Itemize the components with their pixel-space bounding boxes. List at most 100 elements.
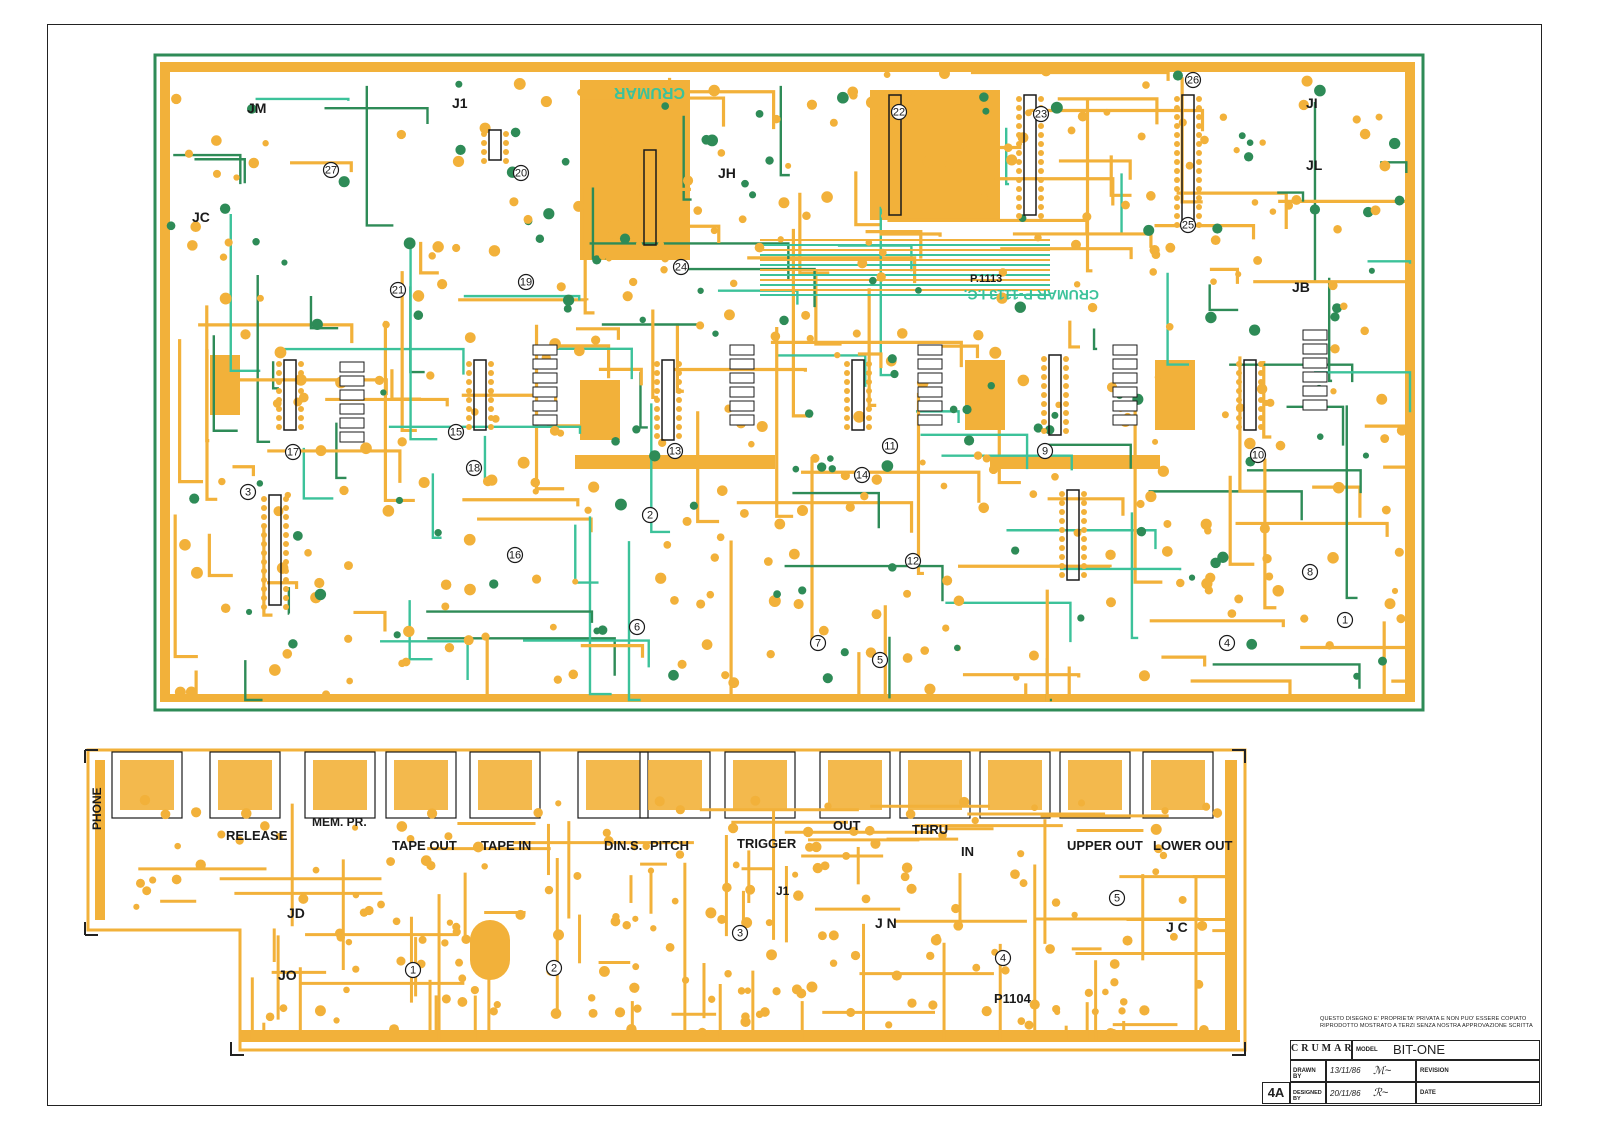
pin-pad <box>466 379 472 385</box>
trace <box>994 177 1115 206</box>
trace <box>551 344 611 379</box>
pad <box>1051 411 1059 419</box>
trace <box>1057 97 1159 125</box>
trace <box>867 288 877 407</box>
pin-pad <box>1059 500 1065 506</box>
pin-pad <box>1038 168 1044 174</box>
pin-pad <box>1059 491 1065 497</box>
pin-pad <box>1016 204 1022 210</box>
pin-pad <box>903 195 909 201</box>
trace <box>408 600 433 661</box>
ic-outline <box>1181 94 1195 226</box>
pin-pad <box>1081 563 1087 569</box>
pad <box>793 598 804 610</box>
trace <box>1059 567 1182 571</box>
pad <box>1162 546 1173 557</box>
pad <box>1017 374 1030 387</box>
pin-pad <box>488 406 494 412</box>
jack-outline <box>979 751 1051 819</box>
pin-pad <box>276 370 282 376</box>
trace <box>173 153 242 185</box>
io-pad <box>626 1024 637 1035</box>
pad <box>1188 574 1196 581</box>
pad <box>1246 139 1254 147</box>
pad <box>1263 399 1270 407</box>
pad <box>273 506 284 517</box>
pad <box>661 254 670 263</box>
pin-pad <box>866 388 872 394</box>
io-pad <box>1199 1024 1209 1035</box>
pad <box>606 231 615 240</box>
io-pad <box>642 842 650 850</box>
pad <box>1378 656 1387 666</box>
trace <box>255 97 350 101</box>
pad <box>982 108 989 115</box>
io-pad <box>697 1027 707 1037</box>
connector-label-jh: JH <box>718 165 736 181</box>
trace <box>483 435 492 482</box>
pin-pad <box>1236 379 1242 385</box>
ic-marker-number: 7 <box>815 638 821 650</box>
pad <box>304 549 312 557</box>
pad <box>987 381 995 390</box>
trace <box>1212 663 1361 689</box>
io-pad <box>533 808 543 818</box>
pad <box>772 114 781 124</box>
pad <box>785 162 792 169</box>
trace <box>792 491 880 529</box>
io-pad <box>135 878 145 888</box>
ic-marker-number: 2 <box>647 510 653 522</box>
io-pad <box>240 808 252 819</box>
pad <box>426 371 435 380</box>
pad <box>382 505 395 517</box>
pad <box>792 465 800 473</box>
io-pad <box>632 915 639 922</box>
pad <box>682 175 694 186</box>
io-pad <box>891 970 902 981</box>
pin-pad <box>1081 554 1087 560</box>
io-pad <box>629 982 640 993</box>
pad <box>942 624 950 632</box>
pad <box>779 315 789 326</box>
trace <box>431 473 442 539</box>
pin-pad <box>1196 132 1202 138</box>
pad <box>1291 195 1302 205</box>
pad <box>1262 554 1272 564</box>
pin-pad <box>866 397 872 403</box>
io-pad <box>426 808 438 819</box>
resistor <box>729 400 755 412</box>
ic-marker-number: 19 <box>520 277 532 289</box>
pin-pad <box>676 388 682 394</box>
trace <box>1154 224 1256 240</box>
io-pad <box>472 841 484 853</box>
io-board: PHONE RELEASE MEM. PR. TAPE OUT TAPE IN … <box>86 748 1247 1052</box>
main-board: JM J1 JH JI JL JC JB CRUMAR P.1113 CRUMA… <box>153 53 1425 712</box>
ic-marker-circle <box>672 258 690 276</box>
resistor <box>729 386 755 398</box>
pad <box>1136 499 1145 509</box>
pad <box>840 470 850 481</box>
io-pad <box>457 996 468 1007</box>
ic-marker-circle <box>447 423 465 441</box>
jack-label-in: IN <box>961 844 974 859</box>
ic-marker-circle <box>239 483 257 501</box>
pad <box>1040 65 1052 77</box>
pin-pad <box>636 241 642 247</box>
io-pad <box>314 1005 326 1017</box>
resistor <box>1302 329 1328 341</box>
pad <box>1154 374 1161 381</box>
pin-pad <box>1081 500 1087 506</box>
pad <box>777 236 784 243</box>
ic-marker-number: 12 <box>907 556 919 568</box>
pin-pad <box>1063 410 1069 416</box>
pad <box>962 404 972 415</box>
pad <box>274 346 287 359</box>
pad <box>1034 233 1042 242</box>
pin-pad <box>1041 410 1047 416</box>
jack-outline <box>639 751 711 819</box>
pin-pad <box>276 388 282 394</box>
io-pad <box>766 949 777 961</box>
revision-label: REVISION <box>1420 1068 1449 1074</box>
pin-pad <box>1196 204 1202 210</box>
pin-pad <box>1196 222 1202 228</box>
